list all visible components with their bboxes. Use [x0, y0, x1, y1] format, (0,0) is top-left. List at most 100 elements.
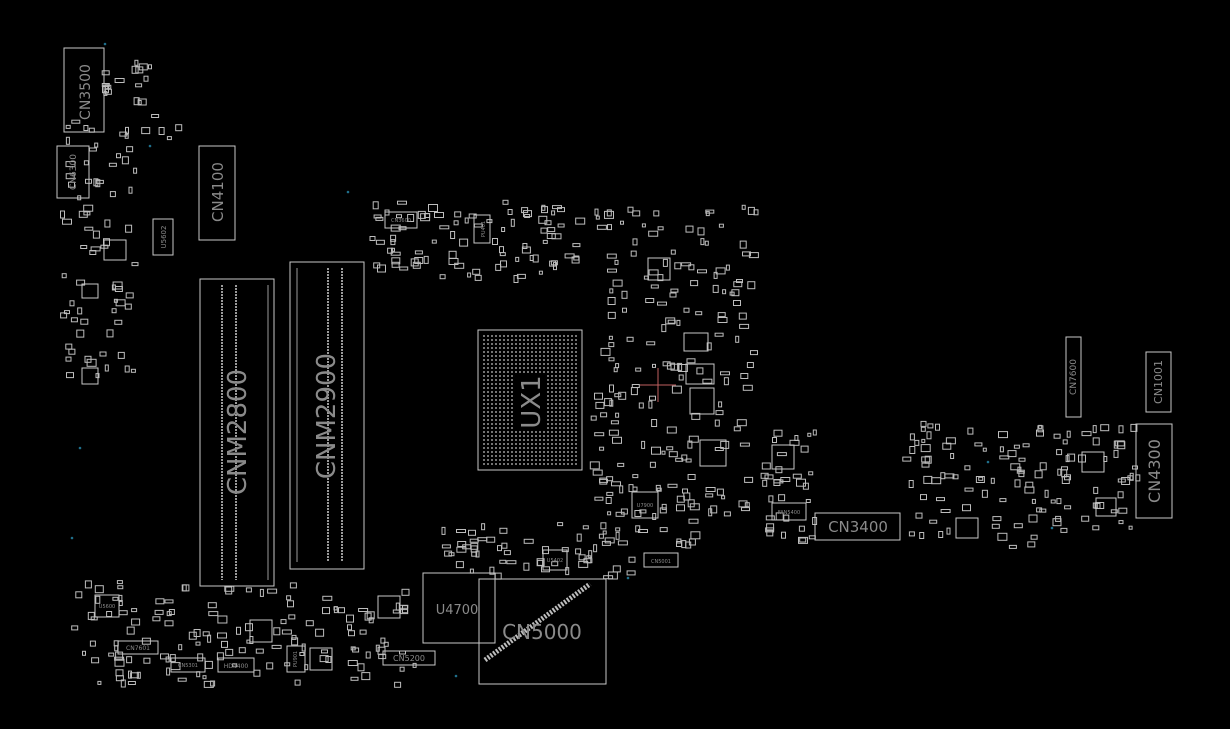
- connector-cn3500[interactable]: CN3500: [63, 47, 105, 133]
- smd-pad: [383, 641, 389, 647]
- smd-pad: [358, 608, 369, 612]
- connector-cn5001[interactable]: CN5001: [643, 552, 679, 568]
- smd-pad: [202, 675, 207, 680]
- smd-pad: [662, 361, 671, 367]
- smd-pad: [84, 226, 94, 231]
- smd-pad: [598, 533, 604, 539]
- smd-pad: [99, 351, 107, 357]
- connector-hd4400[interactable]: HD4400: [217, 657, 255, 673]
- smd-pad: [670, 288, 679, 293]
- smd-pad: [65, 124, 71, 129]
- bga-ball: [523, 367, 525, 369]
- bga-ball: [507, 427, 509, 429]
- connector-cn7600[interactable]: CN7600: [1065, 336, 1082, 418]
- bga-ball: [551, 463, 553, 465]
- slot-cnm2900[interactable]: CNM2900: [289, 261, 365, 570]
- bga-ball: [527, 355, 529, 357]
- chip-u7900[interactable]: U7900: [631, 491, 659, 519]
- chip-ux1[interactable]: UX1: [477, 329, 583, 471]
- bga-ball: [567, 463, 569, 465]
- bga-ball: [499, 455, 501, 457]
- bga-ball: [555, 375, 557, 377]
- smd-pad: [600, 522, 607, 530]
- smd-pad: [551, 561, 559, 567]
- bga-ball: [503, 431, 505, 433]
- smd-pad: [181, 584, 187, 592]
- connector-cn5000[interactable]: CN5000: [478, 578, 607, 685]
- smd-pad: [1027, 541, 1036, 548]
- smd-pad: [812, 429, 817, 436]
- bga-ball: [575, 451, 577, 453]
- bga-ball: [499, 411, 501, 413]
- smd-pad: [1067, 453, 1076, 462]
- bga-ball-grid: [483, 335, 577, 465]
- bga-ball: [567, 387, 569, 389]
- smd-pad: [617, 540, 628, 546]
- smd-pad: [715, 410, 724, 416]
- bga-ball: [527, 339, 529, 341]
- smd-pad: [557, 522, 564, 527]
- smd-pad: [412, 261, 421, 269]
- smd-pad: [648, 269, 659, 276]
- bga-ball: [571, 455, 573, 457]
- smd-pad: [441, 544, 451, 549]
- connector-cn4100[interactable]: CN4100: [198, 145, 236, 241]
- connector-cn5200[interactable]: CN5200: [382, 650, 436, 666]
- connector-cn7601[interactable]: CN7601: [117, 640, 159, 655]
- smd-pad: [390, 234, 397, 242]
- bga-ball: [543, 339, 545, 341]
- chip-u5600[interactable]: U5600: [94, 594, 120, 618]
- connector-cn6300[interactable]: CN6300: [56, 145, 90, 199]
- smd-pad: [665, 317, 676, 325]
- bga-ball: [511, 447, 513, 449]
- bga-ball: [535, 343, 537, 345]
- connector-cn5301[interactable]: CN5301: [170, 657, 206, 673]
- bga-ball: [495, 367, 497, 369]
- smd-pad: [120, 679, 126, 688]
- bga-ball: [519, 455, 521, 457]
- bga-ball: [503, 363, 505, 365]
- smd-pad: [245, 623, 253, 632]
- connector-cn4300[interactable]: CN4300: [1135, 423, 1173, 519]
- smd-pad: [1056, 498, 1062, 505]
- bga-ball: [551, 367, 553, 369]
- smd-pad: [516, 273, 526, 279]
- smd-pad: [992, 516, 1002, 522]
- chip-u5602[interactable]: U5602: [152, 218, 174, 256]
- smd-pad: [124, 303, 132, 310]
- bga-ball: [551, 423, 553, 425]
- chip-u5402[interactable]: U5402: [542, 549, 568, 571]
- bga-ball: [511, 343, 513, 345]
- bga-ball: [559, 375, 561, 377]
- bga-ball: [491, 447, 493, 449]
- bga-ball: [563, 427, 565, 429]
- bga-ball: [495, 411, 497, 413]
- smd-pad: [632, 486, 638, 492]
- connector-cn3400[interactable]: CN3400: [814, 512, 901, 541]
- smd-pad: [631, 384, 640, 388]
- bga-ball: [575, 439, 577, 441]
- smd-pad: [604, 537, 615, 544]
- smd-pad: [82, 650, 86, 656]
- smd-pad: [600, 412, 608, 418]
- connector-fan5400[interactable]: FAN5400: [771, 502, 807, 521]
- chip-pu401[interactable]: PU401: [473, 214, 491, 244]
- bga-ball: [503, 375, 505, 377]
- chip-pu901[interactable]: PU901: [286, 645, 306, 673]
- bga-ball: [527, 367, 529, 369]
- bga-ball: [519, 439, 521, 441]
- bga-ball: [559, 395, 561, 397]
- smd-pad: [687, 474, 696, 480]
- smd-pad: [697, 269, 707, 274]
- bga-ball: [495, 383, 497, 385]
- bga-ball: [495, 407, 497, 409]
- connector-cn1001[interactable]: CN1001: [1145, 351, 1172, 413]
- chip-u4700[interactable]: U4700: [422, 572, 496, 644]
- connector-cn3600[interactable]: CN3600: [384, 211, 418, 229]
- slot-cnm2800[interactable]: CNM2800: [199, 278, 275, 587]
- bga-ball: [511, 347, 513, 349]
- smd-pad: [135, 83, 143, 88]
- bga-ball: [483, 451, 485, 453]
- bga-ball: [527, 431, 529, 433]
